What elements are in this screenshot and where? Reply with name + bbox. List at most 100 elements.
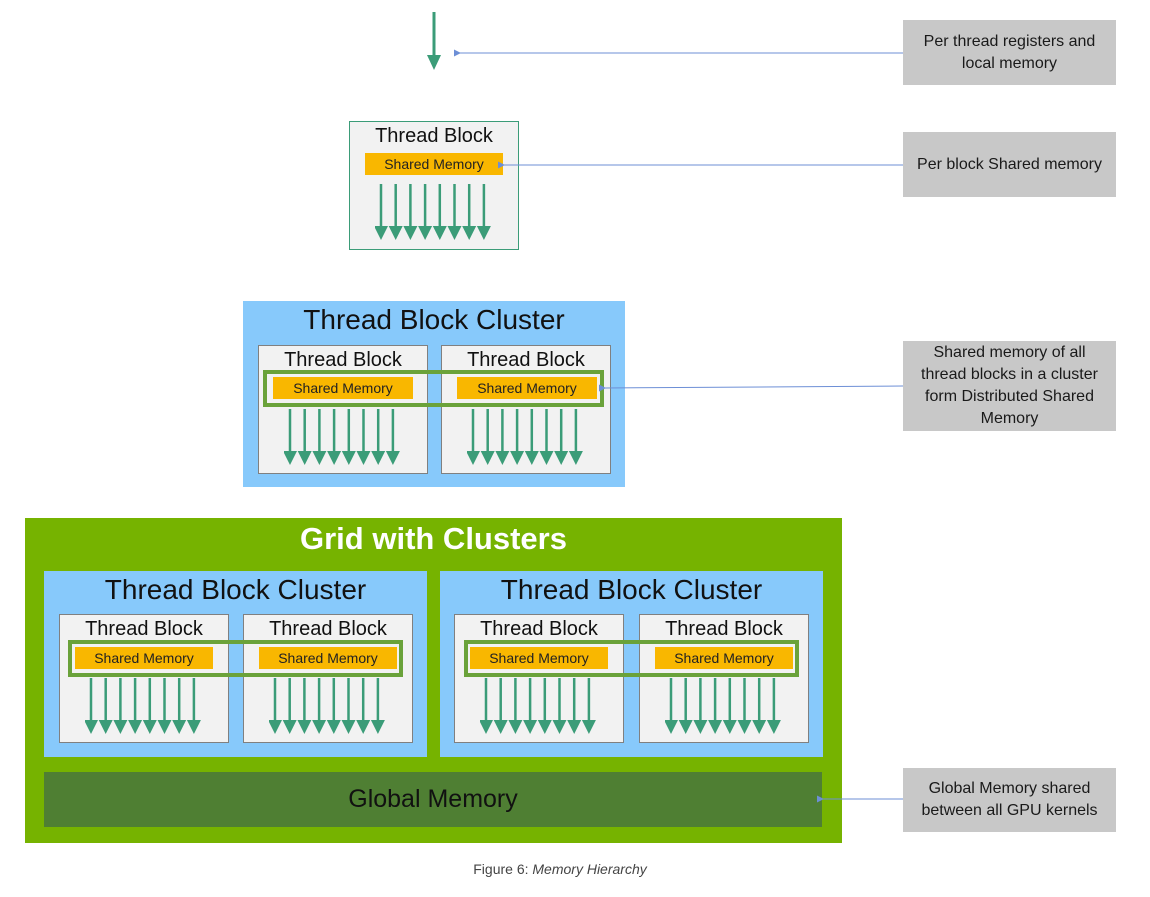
thread-arrows	[664, 678, 785, 741]
callout-block-shared-memory: Per block Shared memory	[903, 132, 1116, 197]
thread-block: Thread Block Shared Memory	[639, 614, 809, 743]
thread-arrow	[113, 678, 128, 734]
shared-memory-block: Shared Memory	[273, 377, 413, 399]
cluster-title: Thread Block Cluster	[500, 574, 763, 605]
thread-block-title: Thread Block	[284, 349, 402, 371]
shared-memory-block: Shared Memory	[655, 647, 793, 669]
callout-thread-registers: Per thread registers and local memory	[903, 20, 1116, 85]
caption-title: Memory Hierarchy	[532, 861, 647, 877]
thread-arrows-svg	[84, 678, 201, 734]
callout-text: Per block Shared memory	[917, 155, 1102, 173]
distributed-shared-memory-outline	[68, 640, 403, 677]
thread-arrow	[172, 678, 187, 734]
thread-arrows-svg	[268, 678, 385, 734]
callout-text: Per thread registers and local memory	[923, 32, 1096, 72]
distributed-shared-memory-outline	[464, 640, 799, 677]
thread-arrow	[479, 678, 493, 734]
cluster-title: Thread Block Cluster	[104, 574, 367, 605]
figure-caption: Figure 6: Memory Hierarchy	[375, 861, 745, 881]
thread-arrows	[283, 409, 404, 472]
thread-arrow	[142, 678, 157, 734]
thread-block-title: Thread Block	[467, 349, 585, 371]
thread-arrow	[554, 409, 569, 465]
thread-arrow	[327, 409, 342, 465]
thread-block-cluster: Thread Block Cluster Thread Block Shared…	[440, 571, 823, 757]
thread-arrow	[480, 409, 495, 465]
thread-arrows-svg	[466, 409, 583, 465]
thread-arrow	[341, 678, 356, 734]
single-thread-block: Thread Block Shared Memory	[349, 121, 519, 250]
thread-arrow	[297, 678, 312, 734]
thread-arrows	[479, 678, 600, 741]
thread-block-title: Thread Block	[665, 618, 783, 640]
thread-arrow	[371, 409, 386, 465]
thread-arrow	[374, 184, 388, 240]
shared-memory-block: Shared Memory	[75, 647, 213, 669]
thread-block: Thread Block Shared Memory	[258, 345, 428, 474]
thread-arrow	[418, 184, 433, 240]
thread-arrow	[432, 184, 447, 240]
thread-arrows	[268, 678, 389, 741]
thread-block-title: Thread Block	[375, 125, 493, 147]
caption-prefix: Figure 6:	[473, 861, 533, 877]
thread-arrow	[722, 678, 737, 734]
thread-arrow	[312, 409, 327, 465]
thread-arrow	[385, 409, 400, 465]
thread-arrow	[476, 184, 491, 240]
thread-arrow	[524, 409, 539, 465]
thread-arrow	[462, 184, 477, 240]
thread-arrows-svg	[283, 409, 400, 465]
thread-arrow	[282, 678, 297, 734]
grid-with-clusters: Grid with Clusters Thread Block Cluster …	[25, 518, 842, 843]
thread-arrow	[493, 678, 508, 734]
thread-arrow	[510, 409, 525, 465]
thread-block-cluster: Thread Block Cluster Thread Block Shared…	[44, 571, 427, 757]
shared-memory-block: Shared Memory	[457, 377, 597, 399]
thread-arrows-svg	[374, 184, 491, 240]
thread-block-title: Thread Block	[269, 618, 387, 640]
callout-distributed-shared-memory: Shared memory of all thread blocks in a …	[903, 341, 1116, 431]
grid-title: Grid with Clusters	[300, 521, 567, 556]
shared-memory-block: Shared Memory	[259, 647, 397, 669]
shared-memory-block: Shared Memory	[365, 153, 503, 175]
thread-arrow	[581, 678, 596, 734]
thread-arrow	[766, 678, 781, 734]
thread-block-cluster: Thread Block Cluster Thread Block Shared…	[243, 301, 625, 487]
global-memory-label: Global Memory	[348, 785, 518, 813]
thread-block: Thread Block Shared Memory	[454, 614, 624, 743]
thread-arrow	[157, 678, 172, 734]
thread-arrow	[537, 678, 552, 734]
thread-arrow	[268, 678, 282, 734]
thread-arrow	[388, 184, 403, 240]
thread-arrow	[466, 409, 480, 465]
thread-arrow	[403, 184, 418, 240]
thread-arrow	[297, 409, 312, 465]
thread-arrows	[466, 409, 587, 472]
thread-arrow	[752, 678, 767, 734]
thread-arrow	[326, 678, 341, 734]
thread-arrow	[708, 678, 723, 734]
thread-arrow	[283, 409, 297, 465]
thread-arrow	[523, 678, 538, 734]
thread-arrow	[98, 678, 113, 734]
thread-arrows	[374, 184, 495, 247]
thread-arrow	[356, 678, 371, 734]
cluster-title: Thread Block Cluster	[303, 304, 565, 335]
connector-distributed	[598, 384, 904, 392]
thread-arrow	[128, 678, 143, 734]
thread-arrow	[508, 678, 523, 734]
thread-arrow	[370, 678, 385, 734]
thread-arrows-svg	[479, 678, 596, 734]
callout-text: Global Memory shared between all GPU ker…	[921, 780, 1098, 819]
thread-arrow	[356, 409, 371, 465]
thread-arrow	[186, 678, 201, 734]
callout-global-memory: Global Memory shared between all GPU ker…	[903, 768, 1116, 832]
global-memory: Global Memory	[44, 772, 822, 827]
thread-block: Thread Block Shared Memory	[441, 345, 611, 474]
thread-block-title: Thread Block	[480, 618, 598, 640]
thread-arrow	[552, 678, 567, 734]
thread-arrow	[495, 409, 510, 465]
thread-block: Thread Block Shared Memory	[243, 614, 413, 743]
thread-arrow	[447, 184, 462, 240]
